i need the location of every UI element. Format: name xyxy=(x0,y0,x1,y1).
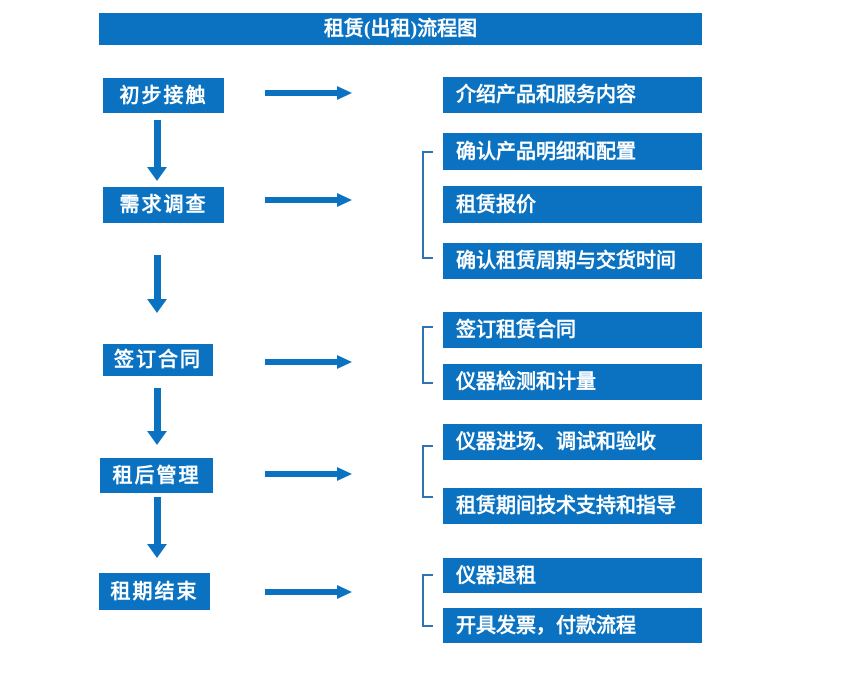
arrow-shaft xyxy=(153,255,161,299)
arrow-down-icon xyxy=(147,255,167,313)
detail-box-confirm-product-details: 确认产品明细和配置 xyxy=(443,133,702,170)
detail-box-technical-support: 租赁期间技术支持和指导 xyxy=(443,488,702,524)
arrow-head xyxy=(147,167,167,181)
group-bracket xyxy=(422,151,433,259)
step-box-sign-contract: 签订合同 xyxy=(103,344,213,376)
detail-box-invoice-payment: 开具发票，付款流程 xyxy=(443,608,702,643)
detail-box-confirm-period-delivery: 确认租赁周期与交货时间 xyxy=(443,243,702,279)
arrow-right-icon xyxy=(265,193,352,207)
arrow-down-icon xyxy=(147,497,167,558)
arrow-right-icon xyxy=(265,86,352,100)
arrow-down-icon xyxy=(147,120,167,181)
arrow-head xyxy=(337,585,352,599)
step-box-rental-end: 租期结束 xyxy=(99,573,210,610)
arrow-shaft xyxy=(265,471,337,477)
detail-box-instrument-inspection: 仪器检测和计量 xyxy=(443,364,702,400)
diagram-title: 租赁(出租)流程图 xyxy=(99,13,702,45)
arrow-head xyxy=(337,355,352,369)
detail-box-rental-quotation: 租赁报价 xyxy=(443,186,702,223)
arrow-shaft xyxy=(265,90,337,96)
step-box-demand-survey: 需求调查 xyxy=(103,187,224,223)
step-box-post-rental-management: 租后管理 xyxy=(100,458,213,493)
detail-box-instrument-return: 仪器退租 xyxy=(443,558,702,593)
arrow-shaft xyxy=(265,589,337,595)
group-bracket xyxy=(422,574,433,627)
arrow-right-icon xyxy=(265,355,352,369)
arrow-down-icon xyxy=(147,388,167,445)
detail-box-sign-rental-contract: 签订租赁合同 xyxy=(443,312,702,348)
arrow-head xyxy=(337,193,352,207)
detail-box-instrument-setup-acceptance: 仪器进场、调试和验收 xyxy=(443,424,702,460)
arrow-right-icon xyxy=(265,467,352,481)
arrow-right-icon xyxy=(265,585,352,599)
step-box-initial-contact: 初步接触 xyxy=(103,78,224,113)
group-bracket xyxy=(422,445,433,498)
arrow-shaft xyxy=(265,359,337,365)
arrow-head xyxy=(337,467,352,481)
arrow-head xyxy=(147,544,167,558)
arrow-shaft xyxy=(153,120,161,167)
arrow-shaft xyxy=(265,197,337,203)
arrow-shaft xyxy=(153,388,161,431)
detail-box-introduce-products: 介绍产品和服务内容 xyxy=(443,77,702,113)
arrow-head xyxy=(147,299,167,313)
group-bracket xyxy=(422,326,433,384)
arrow-head xyxy=(147,431,167,445)
arrow-head xyxy=(337,86,352,100)
arrow-shaft xyxy=(153,497,161,544)
